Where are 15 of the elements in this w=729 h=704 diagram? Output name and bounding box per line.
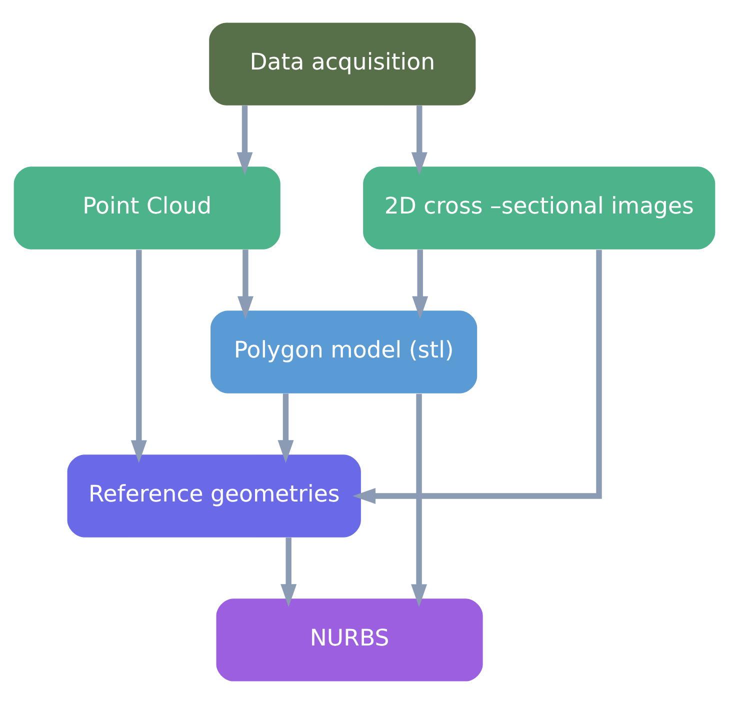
node-box: 2D cross –sectional images xyxy=(363,166,716,250)
node-box: Reference geometries xyxy=(67,454,361,538)
arrow xyxy=(278,394,294,464)
arrow xyxy=(130,250,147,464)
arrow xyxy=(411,394,428,608)
node-box: Polygon model (stl) xyxy=(210,310,478,394)
node-box: Data acquisition xyxy=(209,22,476,106)
arrow xyxy=(280,538,297,608)
arrow xyxy=(412,250,428,320)
arrow xyxy=(411,106,428,176)
arrow xyxy=(352,250,602,504)
arrow xyxy=(237,250,254,320)
node-box: Point Cloud xyxy=(14,166,280,250)
node-box: NURBS xyxy=(216,598,483,682)
arrow xyxy=(236,106,253,176)
